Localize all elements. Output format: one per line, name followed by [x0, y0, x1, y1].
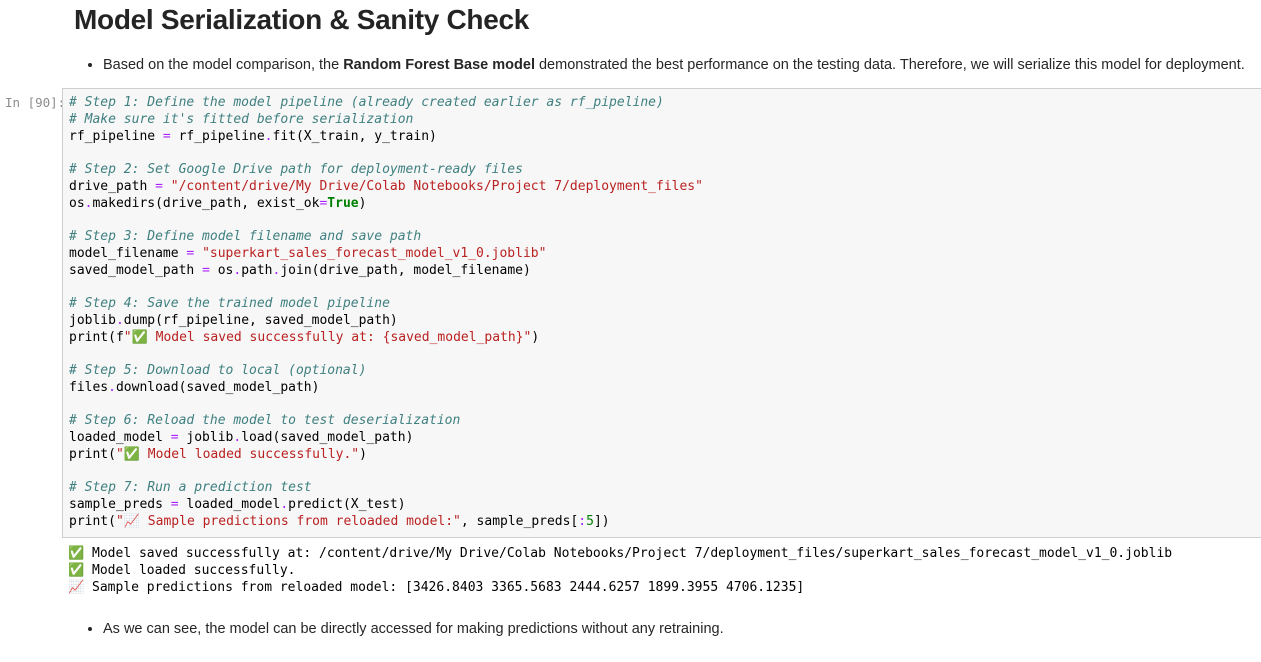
list-item: Based on the model comparison, the Rando…	[74, 55, 1247, 75]
chart-icon: 📈	[68, 579, 85, 595]
code-token: )	[359, 446, 367, 462]
code-token: "	[115, 513, 124, 529]
intro-bullet-lead: Based on the model comparison, the	[103, 57, 344, 73]
notebook-code-cell[interactable]: In [90]: # Step 1: Define the model pipe…	[0, 88, 1261, 538]
code-token: .	[233, 262, 242, 278]
check-mark-icon: ✅	[68, 562, 85, 578]
code-token: )	[358, 195, 367, 211]
code-token: path	[241, 262, 273, 278]
code-token: Model saved successfully at:	[147, 329, 383, 345]
stdout-line: Model loaded successfully.	[84, 562, 296, 578]
code-token: os	[69, 195, 85, 211]
code-token: join(drive_path, model_filename)	[280, 262, 531, 278]
stdout-line: Sample predictions from reloaded model: …	[84, 579, 805, 595]
check-mark-icon: ✅	[68, 545, 85, 561]
spacer	[74, 37, 1247, 55]
code-token: :	[578, 513, 587, 529]
code-token: .	[280, 497, 289, 512]
code-token: "/content/drive/My Drive/Colab Notebooks…	[170, 178, 703, 194]
code-token	[194, 246, 202, 261]
intro-bullet-tail: demonstrated the best performance on the…	[534, 57, 1245, 73]
code-token: .	[108, 379, 116, 395]
code-token: =	[155, 178, 163, 194]
code-token: )	[531, 329, 540, 345]
code-token: model_filename	[69, 245, 187, 261]
code-token: # Make sure it's fitted before serializa…	[69, 111, 414, 127]
code-token: files	[69, 379, 109, 395]
code-token: joblib	[69, 312, 116, 328]
code-token: # Step 1: Define the model pipeline (alr…	[69, 95, 664, 110]
code-editor-area[interactable]: # Step 1: Define the model pipeline (alr…	[62, 88, 1261, 538]
code-token: "superkart_sales_forecast_model_v1_0.job…	[202, 245, 547, 261]
intro-bullet-list: Based on the model comparison, the Rando…	[74, 55, 1247, 75]
code-token: load(saved_model_path)	[241, 430, 414, 445]
code-token	[163, 179, 171, 194]
stdout-text: ✅ Model saved successfully at: /content/…	[68, 545, 1261, 596]
closing-bullet-list: As we can see, the model can be directly…	[74, 619, 1247, 639]
markdown-closing-block: As we can see, the model can be directly…	[0, 619, 1261, 639]
code-token: loaded_model	[69, 430, 171, 445]
code-token: ✅	[131, 329, 148, 345]
code-token: Model loaded successfully."	[139, 446, 360, 462]
code-token: =	[202, 262, 210, 278]
intro-bullet-highlight: Random Forest Base model	[343, 57, 535, 73]
code-token: print(f	[69, 329, 124, 345]
code-token: print(	[69, 446, 116, 462]
code-token: # Step 3: Define model filename and save…	[69, 229, 422, 244]
code-token: 5	[586, 513, 594, 529]
list-item: As we can see, the model can be directly…	[74, 619, 1247, 639]
code-token: =	[186, 245, 195, 261]
code-token: os	[209, 262, 234, 278]
code-token: # Step 6: Reload the model to test deser…	[69, 413, 461, 429]
code-token: fit(X_train, y_train)	[272, 128, 437, 144]
code-token: "	[115, 446, 124, 462]
code-token: dump(rf_pipeline, saved_model_path)	[123, 312, 398, 328]
code-token: # Step 4: Save the trained model pipelin…	[69, 296, 390, 311]
code-token: rf_pipeline	[170, 128, 265, 144]
code-token: joblib	[178, 430, 234, 445]
code-token: 📈	[123, 513, 140, 529]
code-token: =	[170, 430, 179, 445]
code-token: sample_preds	[69, 497, 171, 512]
code-token: , sample_preds[	[460, 513, 579, 529]
code-token: ])	[593, 513, 610, 529]
stdout-line: Model saved successfully at: /content/dr…	[84, 545, 1173, 561]
code-token: download(saved_model_path)	[115, 379, 320, 395]
markdown-intro-block: Model Serialization & Sanity Check Based…	[0, 0, 1261, 75]
code-token: .	[115, 312, 124, 328]
code-token: drive_path	[69, 178, 156, 194]
code-token: saved_model_path	[69, 262, 203, 278]
code-token: # Step 5: Download to local (optional)	[69, 363, 367, 378]
code-token: rf_pipeline	[69, 128, 163, 144]
code-token: Sample predictions from reloaded model:"	[139, 513, 461, 529]
code-token: =	[170, 497, 179, 512]
code-token: .	[233, 430, 242, 445]
code-token: loaded_model	[178, 497, 281, 512]
code-token: ✅	[123, 446, 140, 462]
code-token: .	[272, 262, 281, 278]
code-token: print(	[69, 513, 116, 529]
code-token: =	[319, 195, 328, 211]
code-token: predict(X_test)	[288, 497, 406, 512]
code-token: .	[84, 195, 93, 211]
code-token: True	[327, 195, 359, 211]
source-code[interactable]: # Step 1: Define the model pipeline (alr…	[69, 95, 1261, 531]
page-title: Model Serialization & Sanity Check	[74, 4, 530, 35]
code-token: "	[523, 329, 532, 345]
spacer	[0, 75, 1261, 88]
code-token: # Step 7: Run a prediction test	[69, 480, 312, 496]
cell-execution-prompt: In [90]:	[5, 95, 66, 110]
code-token: {saved_model_path}	[382, 329, 524, 345]
code-token: =	[162, 128, 171, 144]
code-token: makedirs(drive_path, exist_ok	[92, 195, 320, 211]
spacer	[0, 601, 1261, 619]
notebook-output-row: ✅ Model saved successfully at: /content/…	[0, 537, 1261, 601]
cell-output-area: ✅ Model saved successfully at: /content/…	[62, 537, 1261, 601]
code-token: "	[123, 329, 132, 345]
code-token: # Step 2: Set Google Drive path for depl…	[69, 162, 523, 177]
code-token: .	[264, 128, 273, 144]
